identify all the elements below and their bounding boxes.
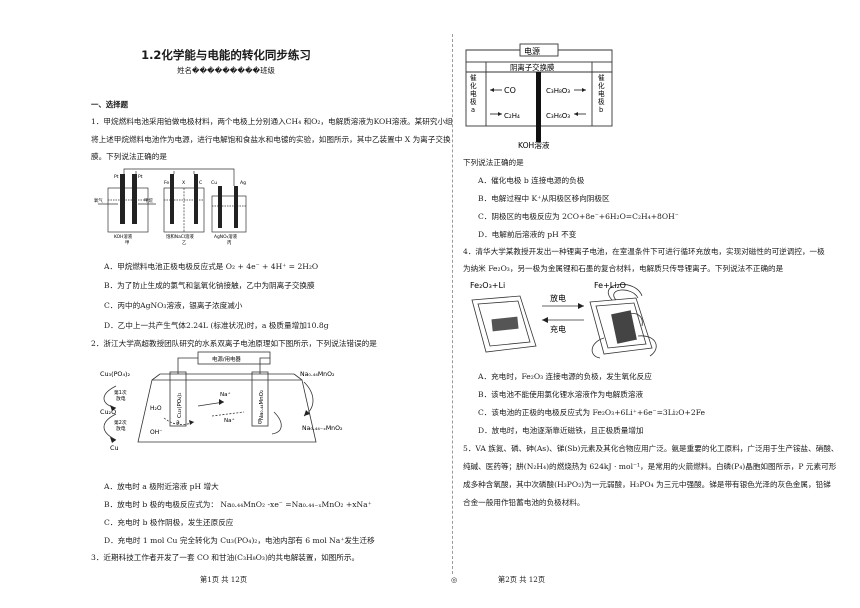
q1-line1: 1．甲烷燃料电池采用铂做电极材料，两个电极上分别通入CH₄ 和O₂，电解质溶液为… <box>91 117 453 126</box>
q4-option-d: D．放电时，电池逐渐靠近磁铁，且正极质量增加 <box>478 426 644 435</box>
q1-agno3-label: AgNO₃溶液 <box>214 233 238 240</box>
q3-line1: 3．近期科技工作者开发了一套 CO 和甘油(C₃H₈O₃)的共电解装置，如图所示… <box>91 553 360 562</box>
left-page: 1.2化学能与电能的转化同步练习 姓名���������班级 一、选择题 1．甲… <box>91 48 453 584</box>
q4-left-formula: Fe₂O₃+Li <box>470 281 505 290</box>
q2-na044-label: Na₀.₄₄MnO₂ <box>300 371 335 378</box>
q2-h2o-label: H₂O <box>150 405 162 412</box>
q1-x-label: X <box>182 180 185 186</box>
q1-option-d: D．乙中上一共产生气体2.24L (标准状况)时，a 极质量增加10.8g <box>104 321 329 330</box>
q3-c3h6o3-label: C₃H₆O₃ <box>546 112 570 120</box>
q4-charge-label: 充电 <box>550 324 566 334</box>
q5-line4: 合金一般用作铅蓄电池的负极材料。 <box>463 498 585 507</box>
q3-membrane-label: 阴离子交换膜 <box>510 63 555 72</box>
q1-option-a: A．甲烷燃料电池正极电极反应式是 O₂ + 4e⁻ + 4H⁺ = 2H₂O <box>104 262 319 271</box>
q3-c3h8o3-label: C₃H₈O₃ <box>546 87 570 95</box>
q1-c-label: C <box>199 180 202 186</box>
q1-cu-label: Cu <box>211 180 217 186</box>
q1-nacl-label: 饱和NaCl溶液 <box>166 233 194 240</box>
q3-c2h4-label: C₂H₄ <box>504 112 520 120</box>
footer-left-page-number: 第1页 共 12页 <box>200 575 248 584</box>
q2-second-discharge-label: 第2次放电 <box>114 419 127 432</box>
q2-electrode-b-label: b <box>258 419 262 426</box>
q3-option-c: C．阴极区的电极反应为 2CO+8e⁻+6H₂O=C₂H₄+8OH⁻ <box>478 212 679 221</box>
q2-cu3po42-label: Cu₃(PO₄)₂ <box>100 370 131 378</box>
q4-magnetic-battery-figure: Fe₂O₃+Li Fe+Li₂O 放电 充电 <box>470 281 657 359</box>
q4-discharge-label: 放电 <box>550 293 566 303</box>
q4-right-formula: Fe+Li₂O <box>594 281 626 290</box>
q4-option-c: C．该电池的正极的电极反应式为 Fe₂O₃+6Li⁺+6e⁻=3Li₂O+2Fe <box>478 408 706 417</box>
q2-electrode-a-label: a <box>176 419 180 426</box>
q2-oh-label: OH⁻ <box>150 429 162 436</box>
q3-power-label: 电源 <box>524 46 540 56</box>
name-class-line: 姓名���������班级 <box>177 66 275 75</box>
q3-co-label: CO <box>504 86 516 95</box>
footer-right-page-number: 第2页 共 12页 <box>498 575 546 584</box>
q2-right-electrode-material: Na₀.₄₄MnO₂ <box>259 390 265 420</box>
q2-first-discharge-label: 第1次放电 <box>114 389 127 402</box>
q2-option-d: D．充电时 1 mol Cu 完全转化为 Cu₃(PO₄)₂，电池内部有 6 m… <box>104 536 375 545</box>
q2-na044x-label: Na₀.₄₄₋ₓMnO₂ <box>302 425 343 432</box>
q1-line2: 将上述甲烷燃料电池作为电源，进行电解饱和食盐水和电镀的实验，如图所示，其中乙装置… <box>91 135 451 144</box>
q1-koh-label: KOH溶液 <box>114 233 133 240</box>
q1-bing-label: 丙 <box>227 240 232 246</box>
q2-cu-label: Cu <box>110 444 119 452</box>
q1-electrolysis-figure: Pt Pt Fe X C Cu Ag 氧气 甲烷 KOH溶液 甲 饱和NaCl溶… <box>94 168 247 246</box>
page-divider <box>452 34 453 574</box>
q1-ag-label: Ag <box>240 180 246 186</box>
q1-pt1-label: Pt <box>114 174 119 180</box>
q3-koh-label: KOH溶液 <box>518 140 550 150</box>
q2-line1: 2．浙江大学高超教授团队研究的水系双离子电池原理如下图所示，下列说法错误的是 <box>91 339 377 348</box>
page-title: 1.2化学能与电能的转化同步练习 <box>141 48 311 62</box>
q1-line3: 膜。下列说法正确的是 <box>91 152 167 161</box>
q3-option-b: B．电解过程中 K⁺从阳极区移向阴极区 <box>478 194 610 203</box>
q2-option-a: A．放电时 a 极附近溶液 pH 增大 <box>104 482 219 491</box>
q5-line3: 成多种含氧酸，其中次磷酸(H₃PO₂)为一元弱酸，H₃PO₄ 为三元中强酸。锑是… <box>463 480 831 489</box>
q2-power-label: 电源/用电器 <box>212 355 241 363</box>
q2-battery-figure: 电源/用电器 Cu₃(PO₄)₂ 第1次放电 Cu₂O 第2次放电 Cu H₂O… <box>100 351 343 452</box>
q2-option-b: B．放电时 b 极的电极反应式为： Na₀.₄₄MnO₂ -xe⁻ =Na₀.₄… <box>104 500 372 509</box>
q4-option-b: B．该电池不能使用氯化锂水溶液作为电解质溶液 <box>478 390 644 399</box>
q2-na-plus-top: Na⁺ <box>220 391 231 398</box>
q1-fe-label: Fe <box>164 180 169 186</box>
q1-option-c: C．丙中的AgNO₃溶液，银离子浓度减小 <box>104 301 243 310</box>
q3-option-a: A．催化电极 b 连接电源的负极 <box>478 176 585 185</box>
q4-option-a: A．充电时，Fe₂O₃ 连接电源的负极，发生氧化反应 <box>478 372 652 381</box>
footer-center-mark: ◎ <box>451 575 458 584</box>
q2-option-c: C．充电时 b 极作阴极，发生还原反应 <box>104 518 234 527</box>
q5-line2: 纯碱、医药等；肼(N₂H₄)的燃烧热为 624kJ · mol⁻¹，是常用的火箭… <box>463 462 837 471</box>
q1-yi-label: 乙 <box>182 239 187 246</box>
q2-cu2o-label: Cu₂O <box>100 408 116 416</box>
q3-option-d: D．电解前后溶液的 pH 不变 <box>478 230 577 239</box>
q1-jia-label: 甲 <box>125 240 129 246</box>
q2-na-plus-mid: Na⁺ <box>224 417 235 424</box>
q5-line1: 5．VA 族氮、磷、砷(As)、锑(Sb)元素及其化合物应用广泛。氨是重要的化工… <box>463 444 839 453</box>
q1-pt2-label: Pt <box>138 174 143 180</box>
q1-ch4-label: 甲烷 <box>144 197 153 204</box>
section-heading: 一、选择题 <box>91 100 128 109</box>
q1-o2-label: 氧气 <box>94 197 103 204</box>
q4-line1: 4．清华大学某教授开发出一种锂离子电池，在室温条件下可进行循环充放电，实现对磁性… <box>463 247 825 256</box>
q3-stem: 下列说法正确的是 <box>463 158 524 167</box>
q4-line2: 为纳米 Fe₂O₃，另一极为金属锂和石墨的复合材料，电解质只传导锂离子。下列说法… <box>463 264 784 273</box>
q2-left-electrode-material: Cu₃(PO₄)₂ <box>177 393 183 418</box>
q1-option-b: B．为了防止生成的氯气和氢氧化钠接触，乙中为阴离子交换膜 <box>104 281 315 290</box>
